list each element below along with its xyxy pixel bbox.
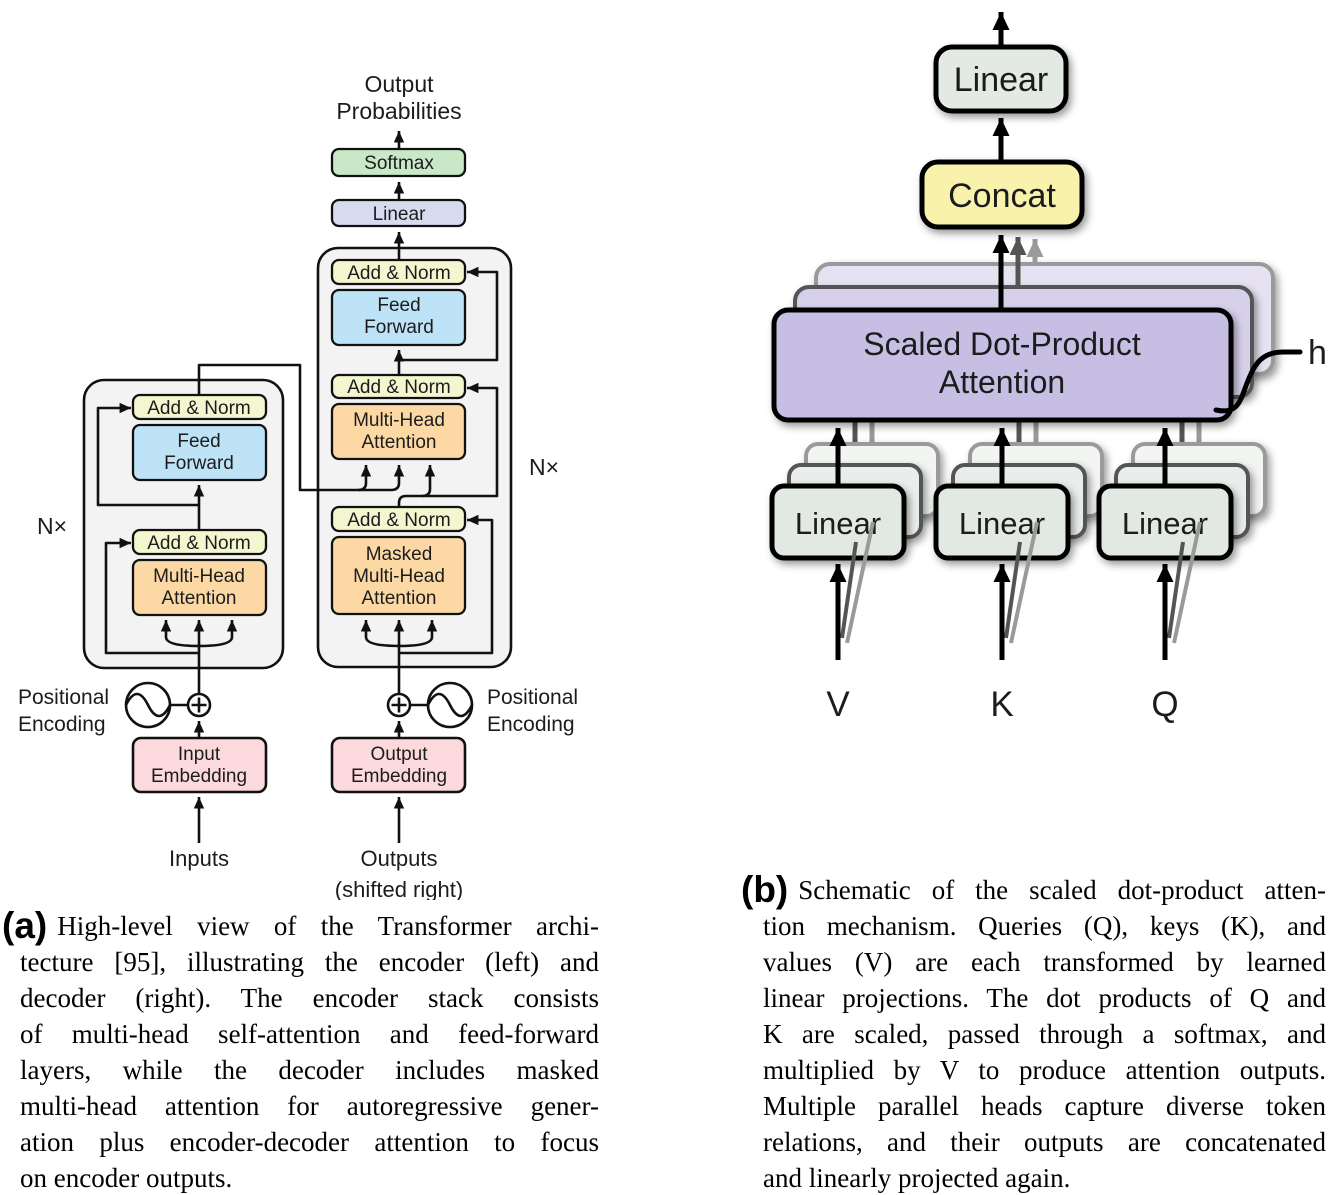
output-embedding-box [330, 736, 467, 794]
caption-b-line: multiplied by V to produce attention out… [763, 1055, 1326, 1085]
concat-label: Concat [948, 177, 1056, 215]
add-norm-box [131, 528, 268, 556]
value-label: V [826, 685, 850, 724]
output-embedding-label: Output [370, 744, 428, 765]
caption-b-line: Multiple parallel heads capture diverse … [763, 1091, 1326, 1121]
multi-head-attention-box [131, 558, 268, 617]
scaled-dot-product-attention-label: Attention [939, 364, 1065, 400]
linear-projection-label: Linear [959, 506, 1045, 541]
feed-forward-label: Forward [164, 453, 234, 474]
attention-input-arrows [829, 427, 1174, 485]
caption-a-line: ation plus encoder-decoder attention to … [20, 1127, 599, 1157]
plus-circle-icon [186, 692, 212, 718]
caption-a-text: High-level view of the Transformer archi… [57, 911, 599, 941]
vkq-input-arrows [829, 521, 1202, 660]
multi-head-attention-label: Attention [362, 432, 437, 453]
softmax-box [330, 147, 467, 178]
multi-head-attention-diagram: Scaled Dot-Product Attention h Concat Li… [769, 11, 1327, 724]
multi-head-attention-label: Attention [162, 588, 237, 609]
caption-b-line: linear projections. The dot products of … [763, 983, 1326, 1013]
caption-a-line: (a) High-level view of the Transformer ar… [2, 905, 599, 946]
masked-multi-head-attention-label: Masked [366, 544, 433, 565]
heads-count-callout [1213, 349, 1303, 414]
input-embedding-label: Embedding [151, 766, 247, 787]
add-norm-box [131, 393, 268, 421]
caption-b-line: values (V) are each transformed by learn… [763, 947, 1326, 977]
plus-circle-icon [386, 692, 412, 718]
input-embedding-box [131, 736, 268, 794]
add-norm-box [330, 505, 467, 533]
add-norm-label: Add & Norm [347, 377, 450, 398]
caption-b-line: relations, and their outputs are concate… [763, 1127, 1326, 1157]
linear-output-label: Linear [954, 61, 1049, 99]
linear-output-box [933, 44, 1069, 114]
input-embedding-label: Input [178, 744, 221, 765]
positional-encoding-label: Positional [487, 686, 578, 709]
transformer-architecture-diagram: Softmax Linear Add & Norm Feed Forward A… [18, 71, 578, 900]
feed-forward-box [131, 423, 268, 482]
encoder-stack [82, 378, 285, 670]
positional-encoding-label: Encoding [18, 713, 106, 736]
linear-projection-box-q: Linear [1096, 442, 1267, 561]
masked-multi-head-attention-label: Attention [362, 588, 437, 609]
caption-b-line: and linearly projected again. [763, 1163, 1071, 1193]
feed-forward-label: Forward [364, 317, 434, 338]
multi-head-attention-label: Multi-Head [153, 566, 245, 587]
key-label: K [990, 685, 1013, 724]
add-norm-box [330, 373, 467, 400]
add-norm-label: Add & Norm [347, 263, 450, 284]
query-label: Q [1151, 685, 1178, 724]
add-norm-label: Add & Norm [347, 510, 450, 531]
concat-box [919, 159, 1085, 230]
n-times-label: N× [37, 513, 67, 539]
caption-a-line: of multi-head self-attention and feed-fo… [20, 1019, 599, 1049]
caption-b: (b) Schematic of the scaled dot-product a… [741, 869, 1326, 1195]
concat-input-arrows [992, 234, 1044, 309]
linear-projection-box-v: Linear [769, 442, 940, 561]
sine-wave-icon [410, 681, 474, 729]
caption-b-line: tion mechanism. Queries (Q), keys (K), a… [763, 911, 1326, 941]
add-norm-label: Add & Norm [147, 533, 250, 554]
caption-b-line: K are scaled, passed through a softmax, … [763, 1019, 1326, 1049]
feed-forward-box [330, 288, 467, 347]
linear-projection-box-k: Linear [933, 442, 1104, 561]
multi-head-attention-label: Multi-Head [353, 410, 445, 431]
positional-encoding-label: Positional [18, 686, 109, 709]
sine-wave-icon [124, 681, 188, 729]
caption-a-line: layers, while the decoder includes maske… [20, 1055, 599, 1085]
scaled-dot-product-attention-label: Scaled Dot-Product [863, 326, 1141, 362]
inputs-label: Inputs [169, 846, 229, 871]
caption-a-line: tecture [95], illustrating the encoder (… [20, 947, 599, 977]
flow-arrows [96, 131, 499, 843]
linear-box [330, 198, 467, 228]
output-embedding-label: Embedding [351, 766, 447, 787]
caption-a-line: on encoder outputs. [20, 1163, 233, 1193]
caption-a-tag: (a) [2, 905, 48, 946]
scaled-dot-product-attention-box [771, 307, 1234, 423]
output-probabilities-label: Output [364, 71, 434, 97]
linear-projection-label: Linear [795, 506, 881, 541]
masked-multi-head-attention-box [330, 535, 467, 616]
feed-forward-label: Feed [377, 295, 420, 316]
caption-a-line: decoder (right). The encoder stack consi… [20, 983, 599, 1013]
feed-forward-label: Feed [177, 431, 220, 452]
outputs-label: (shifted right) [335, 877, 463, 900]
softmax-label: Softmax [364, 153, 434, 174]
linear-projection-label: Linear [1122, 506, 1208, 541]
add-norm-label: Add & Norm [147, 398, 250, 419]
caption-a-line: multi-head attention for autoregressive … [20, 1091, 599, 1121]
linear-label: Linear [373, 204, 426, 225]
caption-b-text: Schematic of the scaled dot-product atte… [798, 875, 1326, 905]
n-times-label: N× [529, 454, 559, 480]
caption-a: (a) High-level view of the Transformer ar… [2, 905, 599, 1195]
multi-head-attention-box [330, 402, 467, 461]
add-norm-box [330, 258, 467, 286]
heads-count-label: h [1308, 334, 1327, 372]
output-probabilities-label: Probabilities [336, 98, 461, 124]
caption-b-line: (b) Schematic of the scaled dot-product a… [741, 869, 1326, 910]
caption-b-tag: (b) [741, 869, 789, 910]
outputs-label: Outputs [360, 846, 437, 871]
positional-encoding-label: Encoding [487, 713, 575, 736]
masked-multi-head-attention-label: Multi-Head [353, 566, 445, 587]
